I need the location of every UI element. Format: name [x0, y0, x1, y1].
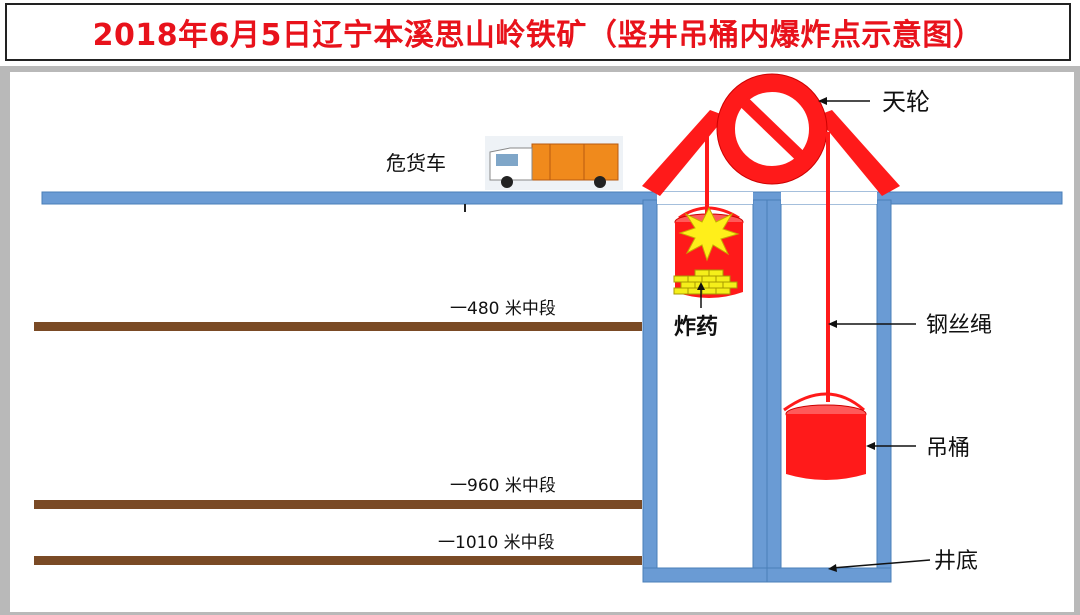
shaft-right-bottom: [767, 568, 891, 582]
level-960-drift: [34, 500, 642, 509]
shaft-middle-wall-a: [753, 200, 767, 582]
shaft-bottom-label: 井底: [934, 549, 978, 574]
shaft-diagram: 一480 米中段 一960 米中段 一1010 米中段 危货车: [10, 72, 1074, 612]
truck-wheel: [594, 176, 606, 188]
explosive-bucket: [674, 208, 743, 298]
explosive-label: 炸药: [674, 314, 718, 340]
truck-windshield: [496, 154, 518, 166]
page-title: 2018年6月5日辽宁本溪思山岭铁矿（竖井吊桶内爆炸点示意图）: [93, 10, 984, 54]
level-480-drift: [34, 322, 642, 331]
sheave-label: 天轮: [882, 88, 930, 116]
level-1010-drift: [34, 556, 642, 565]
level-1010-label: 一1010 米中段: [438, 533, 555, 553]
dangerous-goods-truck: [485, 136, 623, 190]
shaft-middle-wall-b: [767, 200, 781, 582]
level-960-label: 一960 米中段: [450, 476, 556, 496]
title-box: 2018年6月5日辽宁本溪思山岭铁矿（竖井吊桶内爆炸点示意图）: [5, 3, 1071, 61]
rope-label: 钢丝绳: [926, 313, 992, 338]
hoist-bucket-body: [786, 414, 866, 480]
truck-wheel: [501, 176, 513, 188]
level-480-label: 一480 米中段: [450, 299, 556, 319]
ground-surface: [42, 192, 1062, 204]
truck-label: 危货车: [386, 151, 446, 175]
shaft-left-wall: [643, 200, 657, 582]
shaft-right-wall: [877, 200, 891, 582]
shaft-left-bottom: [643, 568, 767, 582]
truck-cargo-box: [532, 144, 618, 180]
bucket-label: 吊桶: [926, 436, 970, 461]
